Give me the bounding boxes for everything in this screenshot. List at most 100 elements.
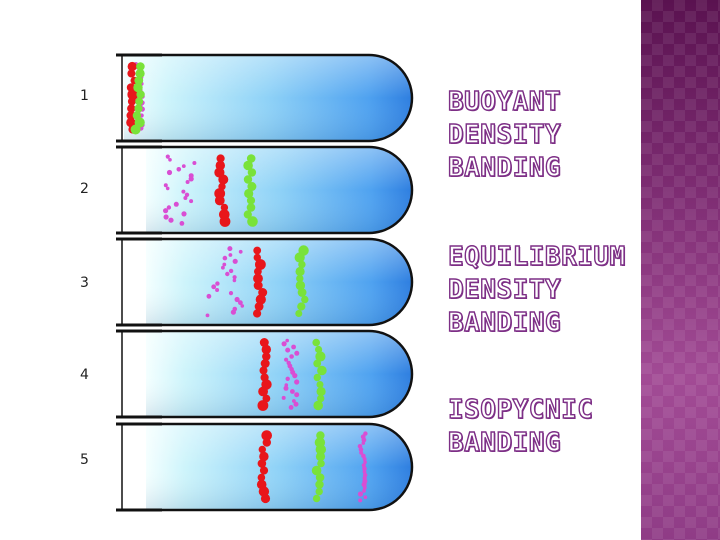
tube-outline: [122, 53, 414, 143]
green-band-particle: [133, 82, 143, 93]
magenta-band-particle: [361, 437, 367, 443]
red-band-particle: [127, 69, 136, 78]
green-band-particle: [317, 365, 327, 376]
green-band-particle: [317, 459, 325, 468]
centrifuge-tube-4: [116, 329, 414, 419]
magenta-band-particle: [240, 304, 245, 308]
magenta-band: [357, 431, 368, 503]
magenta-band-particle: [288, 405, 294, 410]
green-band-particle: [315, 487, 323, 496]
magenta-band-particle: [232, 278, 237, 283]
tube-glass-shine: [146, 148, 411, 232]
red-band-particle: [127, 61, 137, 72]
heading-equilibrium-density-banding: EQUILIBRIUM DENSITY BANDING: [447, 241, 626, 340]
green-band-particle: [295, 310, 303, 317]
magenta-band-particle: [184, 192, 190, 197]
magenta-band-particle: [181, 189, 186, 194]
tube-number-1: 1: [80, 88, 89, 104]
red-band-particle: [262, 438, 271, 447]
green-band-particle: [243, 175, 253, 184]
magenta-band: [205, 246, 245, 318]
red-band-particle: [255, 294, 266, 305]
red-band-particle: [218, 174, 229, 185]
red-band-particle: [127, 97, 136, 106]
magenta-band-particle: [294, 379, 300, 385]
green-band: [243, 154, 258, 227]
red-band-particle: [216, 154, 225, 163]
green-band-particle: [311, 465, 322, 476]
green-band: [312, 338, 327, 411]
red-band-particle: [255, 259, 266, 270]
magenta-band-particle: [281, 395, 286, 400]
red-band-particle: [126, 117, 136, 128]
red-band-particle: [126, 111, 136, 120]
magenta-band-particle: [291, 344, 296, 350]
red-band: [257, 338, 272, 411]
green-band-particle: [135, 68, 145, 79]
magenta-band-particle: [165, 154, 170, 159]
red-band-particle: [261, 344, 271, 355]
magenta-band-particle: [294, 392, 300, 398]
magenta-band: [281, 338, 300, 410]
green-band-particle: [246, 203, 256, 212]
green-band-particle: [247, 182, 257, 191]
green-band-particle: [316, 386, 326, 397]
red-band-particle: [260, 493, 271, 504]
green-band-particle: [244, 188, 254, 199]
magenta-band-particle: [234, 296, 240, 303]
green-band-particle: [246, 154, 256, 163]
tube-glass-shine: [124, 56, 411, 140]
magenta-band-particle: [361, 441, 366, 445]
heading-line: DENSITY: [447, 274, 562, 305]
magenta-band-particle: [294, 350, 300, 356]
tube-number-2: 2: [80, 181, 89, 197]
red-band: [253, 246, 268, 318]
magenta-band-particle: [163, 214, 169, 220]
magenta-band-particle: [238, 300, 243, 306]
red-band-particle: [219, 216, 231, 227]
green-band-particle: [136, 62, 145, 71]
magenta-band-particle: [362, 489, 366, 493]
magenta-band-particle: [163, 183, 168, 188]
magenta-band-particle: [206, 293, 212, 299]
green-band-particle: [136, 90, 145, 99]
magenta-band-particle: [163, 208, 169, 214]
magenta-band-particle: [185, 180, 190, 184]
red-band-particle: [254, 302, 264, 311]
green-band-particle: [295, 266, 305, 277]
magenta-band-particle: [166, 169, 173, 176]
green-band-particle: [247, 216, 258, 227]
magenta-band-particle: [181, 211, 187, 217]
green-band: [294, 245, 309, 317]
magenta-band-particle: [281, 341, 287, 347]
magenta-band-particle: [228, 291, 234, 296]
magenta-band-particle: [363, 460, 367, 465]
magenta-band-particle: [361, 481, 367, 488]
red-band-particle: [257, 400, 269, 411]
green-band-particle: [297, 302, 306, 311]
magenta-band-particle: [189, 199, 194, 204]
green-band-particle: [315, 451, 326, 462]
green-band-particle: [316, 381, 324, 388]
red-band-particle: [259, 366, 268, 375]
red-band-particle: [214, 188, 226, 199]
green-band-particle: [312, 338, 321, 347]
magenta-band-particle: [362, 469, 367, 474]
magenta-band-particle: [192, 161, 197, 165]
green-band-particle: [297, 288, 307, 297]
red-band-particle: [258, 445, 266, 454]
red-band-particle: [214, 195, 225, 206]
green-band-particle: [313, 373, 321, 382]
magenta-band-particle: [238, 249, 243, 254]
red-band-particle: [254, 267, 262, 276]
tube-glass-shine: [146, 240, 411, 324]
magenta-band-particle: [362, 485, 367, 490]
magenta-band-particle: [289, 354, 294, 359]
magenta-band-particle: [173, 201, 179, 207]
heading-line: ISOPYCNIC: [447, 394, 594, 425]
magenta-band-particle: [165, 186, 170, 191]
red-band-particle: [262, 352, 271, 361]
magenta-band-particle: [285, 338, 290, 343]
